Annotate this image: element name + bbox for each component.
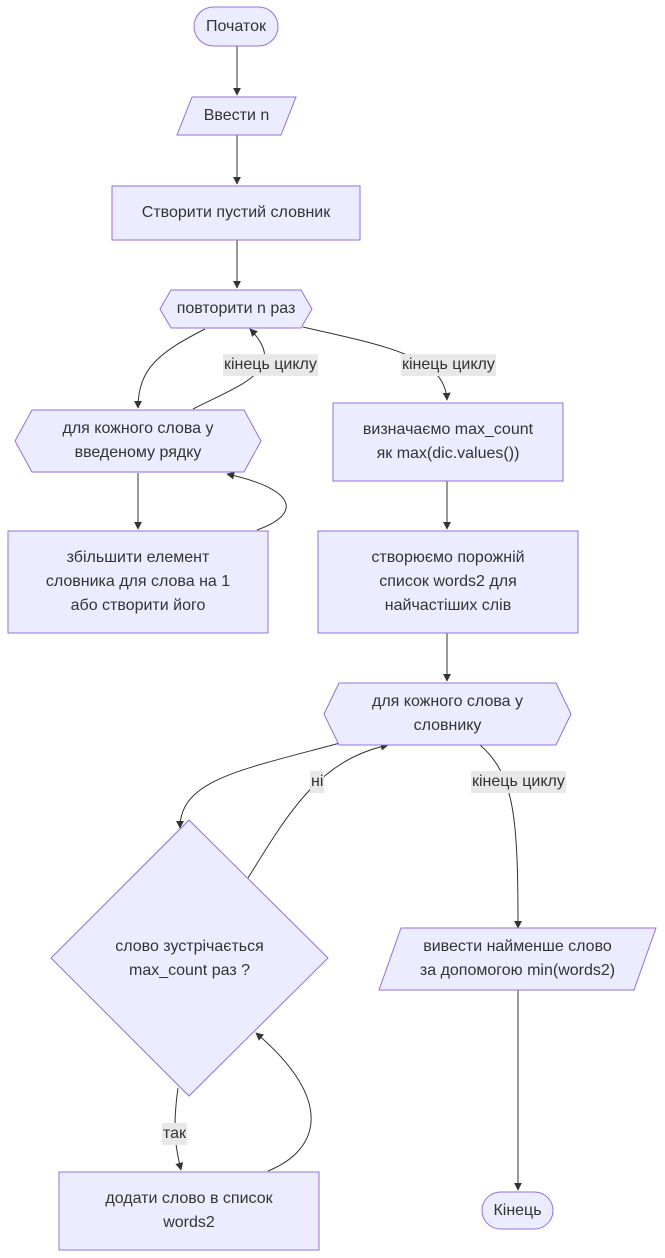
input-n-node-shape [176,96,297,136]
create-list-label-line-2: список words2 для [379,573,517,590]
add-word-node: додати слово в список words2 [59,1172,319,1250]
edge-label-loop-dict-end: кінець циклу [471,771,566,793]
create-dict-label: Створити пустий словник [141,204,331,221]
loop-n-label: повторити n раз [176,300,296,317]
start-node: Початок [194,7,278,46]
edge-label-decision-no: ні [310,771,325,793]
decision-node-shape [50,819,329,1097]
edge-decision-no-to-loop-dict [247,742,389,879]
output-node-shape [378,927,657,991]
max-count-label-line-2: як max(dic.values()) [376,445,520,462]
end-node-shape [481,1191,554,1230]
create-dict-node: Створити пустий словник [112,186,360,240]
edge-loop-dict-to-output [479,744,522,929]
nodes [7,6,657,1251]
create-list-node: створюємо порожній список words2 для най… [318,531,578,633]
create-list-node-shape [317,530,579,634]
loop-words-label-line-1: для кожного слова у [62,420,214,437]
loop-n-node-shape [159,289,313,329]
create-dict-node-shape [111,185,361,241]
increment-node: збільшити елемент словника для слова на … [8,531,268,633]
output-label-line-1: вивести найменше слово [423,938,612,955]
edge-increment-back-to-loop-words [226,471,287,531]
decision-label-line-2: max_count раз ? [128,962,250,979]
output-label-line-2: за допомогою min(words2) [419,962,616,979]
loop-dict-node-shape [323,682,572,746]
input-n-label: Ввести n [203,107,270,124]
max-count-node: визначаємо max_count як max(dic.values()… [333,403,563,481]
decision-label-line-1: слово зустрічається [115,938,264,955]
edge-add-word-back-to-decision [255,1032,312,1172]
loop-dict-node: для кожного слова у словнику [324,683,571,745]
end-label: Кінець [493,1201,542,1219]
edge-label-loop-n-end: кінець циклу [401,354,496,376]
loop-words-node: для кожного слова у введеному рядку [15,410,261,472]
add-word-node-shape [58,1171,320,1251]
edge-label-decision-yes: так [162,1123,188,1145]
edge-loop-n-to-loop-words [134,328,206,409]
loop-n-node: повторити n раз [160,290,312,328]
increment-label-line-2: словника для слова на 1 [45,573,231,590]
edge-label-loop-words-end: кінець циклу [223,354,318,376]
create-list-label-line-1: створюємо порожній [371,549,525,566]
start-label: Початок [206,17,266,35]
start-node-shape [193,6,279,47]
edge-loop-n-to-max-count [302,326,451,401]
add-word-label-line-1: додати слово в список [105,1190,273,1207]
increment-label-line-1: збільшити елемент [66,549,210,566]
loop-dict-label-line-2: словнику [413,717,482,734]
increment-node-shape [7,530,269,634]
loop-words-label-line-2: введеному рядку [74,444,202,461]
loop-words-node-shape [14,409,262,473]
loop-dict-label-line-1: для кожного слова у [371,693,524,710]
input-n-node: Ввести n [177,97,296,135]
max-count-node-shape [332,402,564,482]
edge-loop-dict-to-decision [176,742,341,829]
create-list-label-line-3: найчастіших слів [384,597,512,614]
increment-label-line-3: або створити його [70,597,206,614]
decision-node: слово зустрічається max_count раз ? [51,920,328,998]
add-word-label-line-2: words2 [163,1214,215,1231]
output-node: вивести найменше слово за допомогою min(… [379,928,656,990]
max-count-label-line-1: визначаємо max_count [362,421,534,438]
end-node: Кінець [482,1192,553,1229]
